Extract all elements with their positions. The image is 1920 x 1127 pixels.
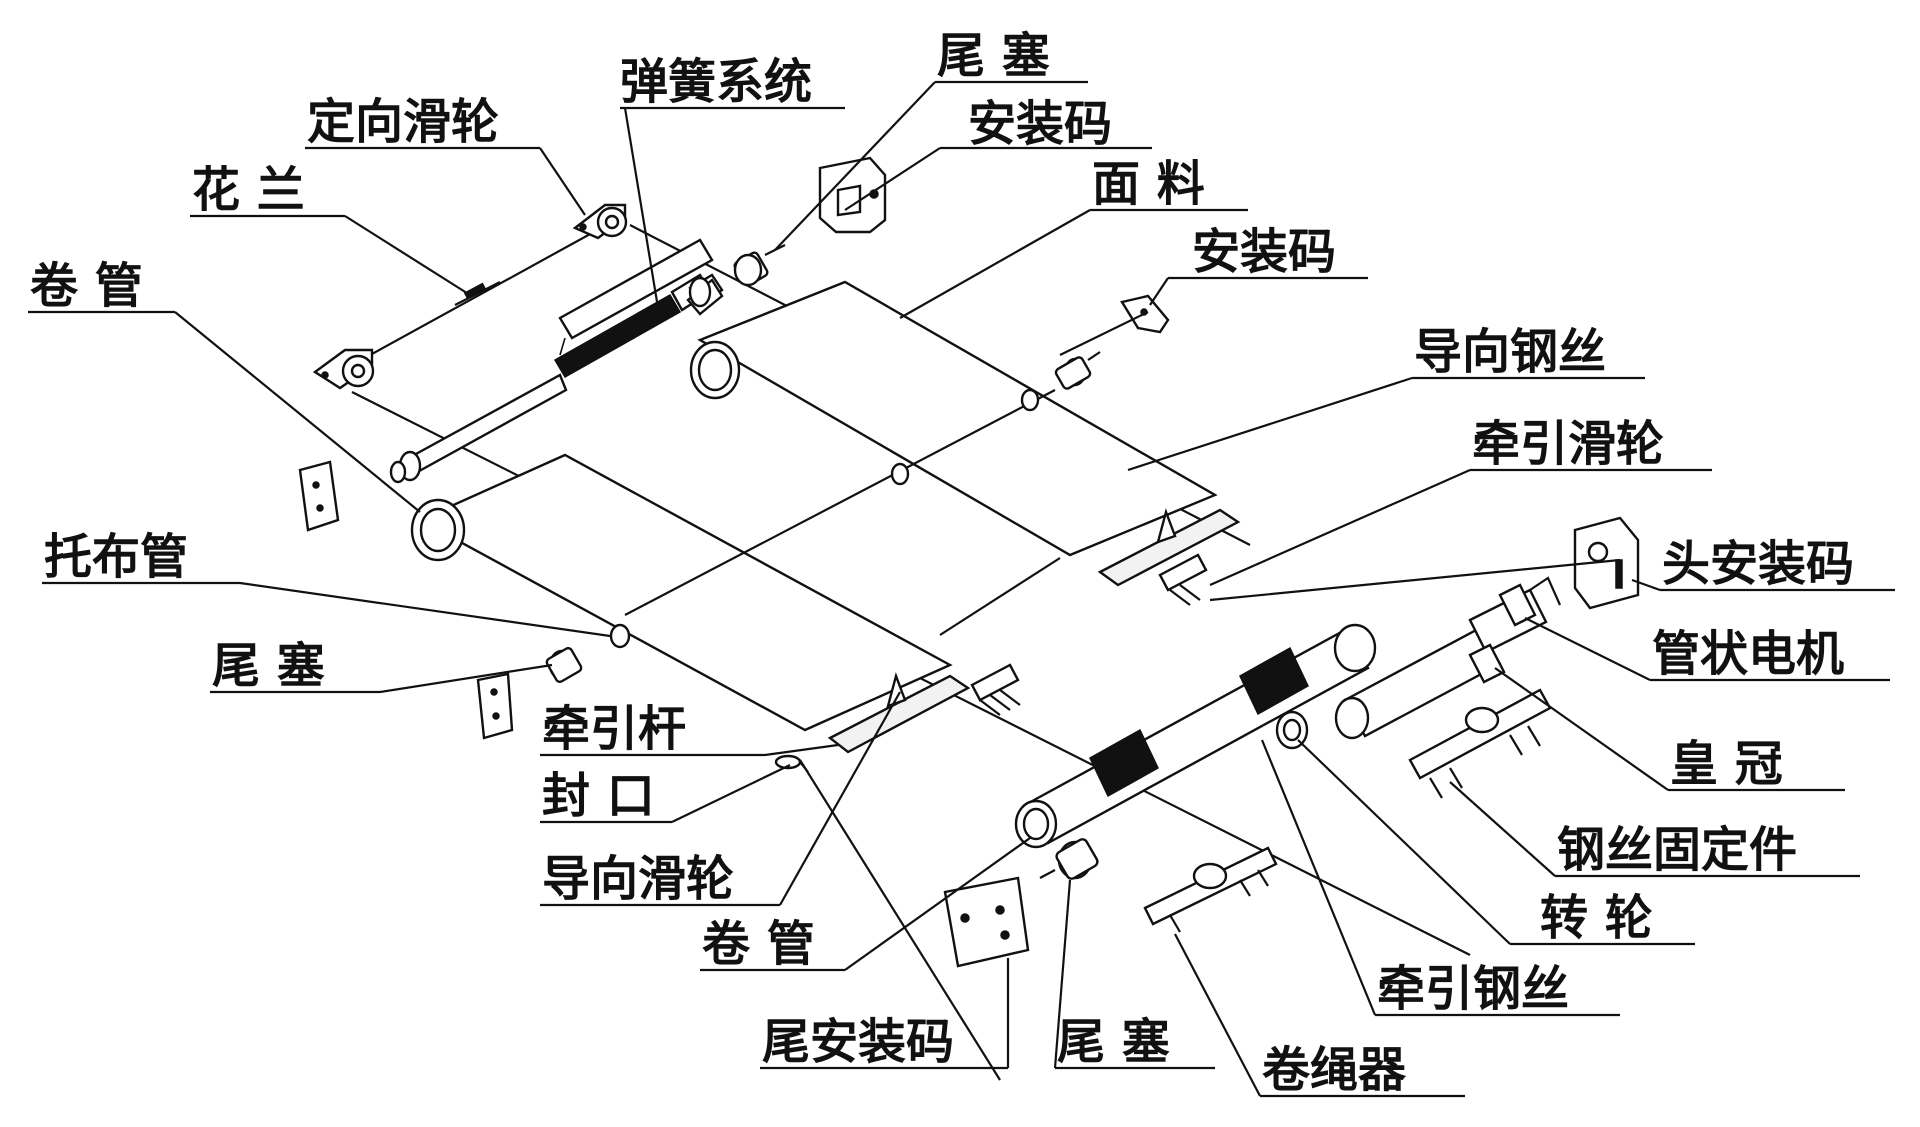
- wire-clamp-top: [1158, 553, 1208, 606]
- label-turnbuckle: 花 兰: [192, 162, 305, 218]
- label-fabric: 面 料: [1092, 156, 1205, 212]
- label-pull-bar: 牵引杆: [542, 701, 686, 757]
- label-drive-wheel: 转 轮: [1540, 890, 1653, 946]
- label-traction-wire: 牵引钢丝: [1377, 961, 1569, 1017]
- roller-tube-bottom: [1014, 623, 1377, 849]
- label-tail-install-bracket: 尾安装码: [762, 1014, 954, 1070]
- fabric-support-rod: [609, 388, 1056, 649]
- crown: [1468, 643, 1506, 684]
- spring-system: [389, 238, 724, 484]
- label-tail-plug-bottom: 尾 塞: [1057, 1014, 1170, 1070]
- label-guide-wire: 导向钢丝: [1414, 324, 1606, 380]
- fabric-panel: [689, 280, 1218, 557]
- install-bracket-top: [818, 156, 887, 234]
- label-roller-tube-left: 卷 管: [30, 258, 143, 314]
- label-install-bracket-right: 安装码: [1192, 224, 1336, 280]
- tail-plug-top: [733, 244, 786, 287]
- label-directional-pulley: 定向滑轮: [307, 94, 499, 150]
- cord-reel-clamp: [1143, 846, 1278, 933]
- leader-lines: [28, 80, 1895, 1098]
- head-install-bracket: [1573, 516, 1640, 610]
- label-head-install-bracket: 头安装码: [1662, 536, 1854, 592]
- pull-bar-lower: [827, 672, 971, 754]
- label-tubular-motor: 管状电机: [1652, 626, 1844, 682]
- tail-plug-left: [545, 647, 583, 683]
- spring-end-cap: [686, 276, 724, 316]
- label-wire-fixing-piece: 钢丝固定件: [1557, 822, 1797, 878]
- tail-install-bracket: [943, 876, 1030, 968]
- label-guide-pulley: 导向滑轮: [542, 851, 734, 907]
- pull-bar-top: [1097, 508, 1241, 587]
- label-roller-tube-bottom: 卷 管: [702, 916, 815, 972]
- label-spring-system: 弹簧系统: [620, 54, 812, 110]
- install-bracket-far-left: [298, 460, 340, 532]
- label-install-bracket-top: 安装码: [968, 96, 1112, 152]
- turnbuckle: [454, 281, 501, 306]
- label-traction-pulley: 牵引滑轮: [1472, 416, 1664, 472]
- directional-pulley-left: [312, 348, 375, 390]
- wire-fixing-piece: [1408, 688, 1552, 799]
- label-cord-reel: 卷绳器: [1262, 1042, 1407, 1098]
- guide-wire-long: [799, 311, 1621, 1081]
- tail-plug-right: [1054, 351, 1101, 390]
- directional-pulley-top: [572, 203, 628, 240]
- drive-wheel: [1275, 710, 1309, 750]
- wire-clamp-mid: [970, 663, 1021, 716]
- install-bracket-left: [476, 672, 514, 740]
- tail-plug-bottom: [1039, 838, 1099, 880]
- label-seal-cap: 封 口: [542, 768, 655, 824]
- labels: 弹簧系统 尾 塞 定向滑轮 安装码 花 兰 面 料 卷 管 安装码 导向钢丝 牵…: [30, 28, 1854, 1098]
- label-tail-plug-left: 尾 塞: [212, 638, 325, 694]
- lower-fabric-panel: [410, 453, 953, 732]
- label-crown: 皇 冠: [1670, 736, 1783, 792]
- label-fabric-support-tube: 托布管: [44, 529, 188, 585]
- label-tail-plug-top: 尾 塞: [937, 28, 1050, 84]
